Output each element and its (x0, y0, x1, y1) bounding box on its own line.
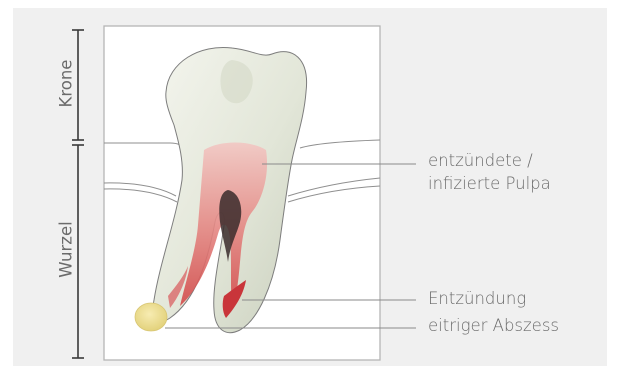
inflammation-label: Entzündung (428, 288, 526, 310)
root-label: Wurzel (57, 215, 76, 285)
abscess-label: eitriger Abszess (428, 315, 559, 337)
pulp-label-line1: entzündete / (428, 150, 533, 172)
crown-label: Krone (57, 54, 76, 114)
pulp-label-line2: infizierte Pulpa (428, 173, 551, 195)
abscess (135, 303, 167, 331)
